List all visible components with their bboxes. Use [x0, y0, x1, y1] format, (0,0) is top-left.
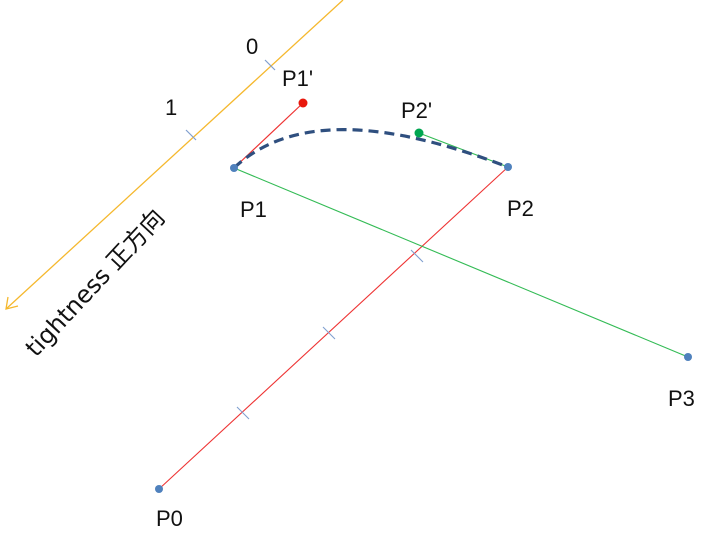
tightness-axis: 0 1 tightness 正方向 — [5, 0, 344, 362]
label-p2-prime: P2' — [401, 98, 432, 123]
tightness-tick-label-1: 1 — [165, 95, 177, 120]
p0-p2-line-group — [158, 166, 509, 490]
p0-p2-tick-2 — [322, 326, 336, 340]
tightness-axis-tick-1 — [185, 129, 197, 141]
point-p2 — [504, 163, 512, 171]
p0-p2-line — [158, 166, 509, 490]
label-p0: P0 — [156, 506, 183, 531]
tightness-axis-tick-0 — [264, 59, 276, 71]
point-p3 — [684, 353, 692, 361]
label-p2: P2 — [507, 196, 534, 221]
label-p1: P1 — [240, 197, 267, 222]
label-p1-prime: P1' — [282, 66, 313, 91]
point-p2-prime — [414, 128, 424, 138]
point-p1-prime — [298, 98, 308, 108]
label-p3: P3 — [668, 386, 695, 411]
tightness-tick-label-0: 0 — [246, 34, 258, 59]
point-p0 — [155, 485, 163, 493]
tightness-axis-arrowhead — [5, 296, 19, 310]
p1-tangent-handle — [233, 102, 304, 169]
p0-p2-tick-1 — [236, 406, 250, 420]
p0-p2-tick-3 — [410, 249, 424, 263]
point-p1 — [230, 164, 238, 172]
spline-curve-segment — [232, 128, 509, 170]
p1-p3-line — [233, 167, 689, 358]
tightness-axis-line — [5, 0, 344, 310]
